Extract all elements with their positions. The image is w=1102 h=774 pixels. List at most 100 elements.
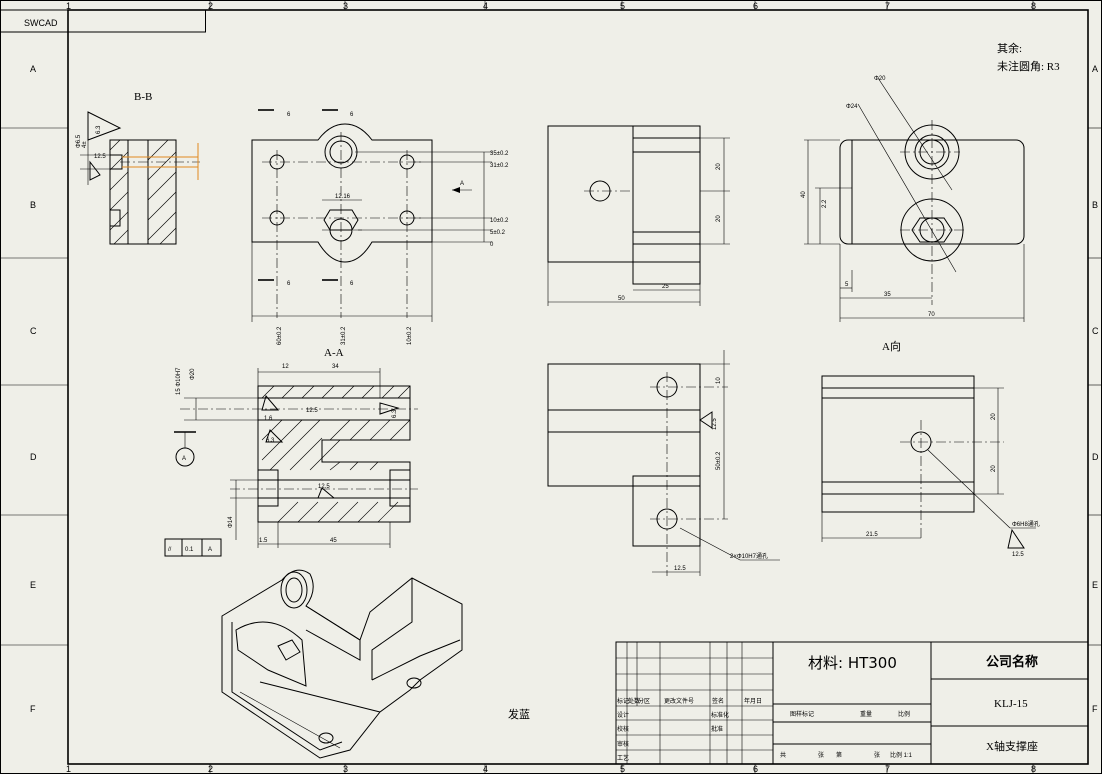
front-dim-35: 35±0.2 bbox=[490, 151, 509, 157]
tol-value: 0.1 bbox=[185, 547, 194, 553]
front-dim-10b: 10±0.2 bbox=[407, 326, 413, 345]
front-dim-31: 31±0.2 bbox=[490, 163, 509, 169]
aa-dim-1-5: 1.5 bbox=[259, 538, 268, 544]
col-bottom-8: 8 bbox=[1031, 764, 1036, 774]
right-dim-35: 35 bbox=[884, 292, 891, 298]
cut-label-2: 6 bbox=[350, 112, 354, 118]
stage-weight: 重量 bbox=[860, 710, 872, 718]
right-dim-5: 5 bbox=[845, 282, 849, 288]
side-dim-50: 50 bbox=[618, 296, 625, 302]
row-right-c: C bbox=[1092, 326, 1099, 336]
col-bottom-6: 6 bbox=[753, 764, 758, 774]
section-bb-view: B-B Φ6.5 6.3 12.5 4± bbox=[76, 91, 200, 245]
front-dim-10: 10±0.2 bbox=[490, 218, 509, 224]
front-dim-31b: 31±0.2 bbox=[341, 326, 347, 345]
tol-datum: A bbox=[208, 547, 212, 553]
sign-check: 校核 bbox=[617, 725, 629, 733]
stage-mark: 图样标记 bbox=[790, 710, 814, 718]
drawing-number: KLJ-15 bbox=[994, 698, 1028, 710]
title-block: 标记 处数 分区 更改文件号 签名 年月日 设计 校核 审核 工艺 标准化 批准… bbox=[615, 641, 1089, 765]
bb-dim-roughness-2: 12.5 bbox=[94, 154, 106, 160]
sign-process: 工艺 bbox=[617, 754, 629, 762]
right-dim-40: 40 bbox=[801, 191, 807, 198]
aa-dim-34: 34 bbox=[332, 364, 339, 370]
col-top-3: 3 bbox=[343, 1, 348, 11]
va-callout-hole: Φ6H8通孔 bbox=[1012, 520, 1040, 528]
col-top-8: 8 bbox=[1031, 1, 1036, 11]
aa-dim-45: 45 bbox=[330, 538, 337, 544]
company-name: 公司名称 bbox=[986, 654, 1038, 670]
bm-dim-50: 50±0.2 bbox=[716, 451, 722, 470]
row-right-b: B bbox=[1092, 200, 1098, 210]
part-name: X轴支撑座 bbox=[986, 739, 1038, 753]
row-left-d: D bbox=[30, 452, 37, 462]
rev-h-sign: 签名 bbox=[712, 697, 724, 705]
aa-dim-d14: Φ14 bbox=[228, 516, 234, 528]
va-dim-21-5: 21.5 bbox=[866, 532, 878, 538]
col-top-2: 2 bbox=[208, 1, 213, 11]
tol-symbol: // bbox=[168, 547, 172, 553]
sheet-unit-1: 张 bbox=[818, 751, 824, 759]
aa-rough-12-5b: 12.5 bbox=[318, 484, 330, 490]
software-tag-box bbox=[0, 9, 206, 33]
aa-rough-6-3a: 6.3 bbox=[392, 409, 398, 418]
rev-h-mark: 标记 bbox=[617, 697, 629, 705]
bm-dim-10: 10 bbox=[716, 377, 722, 384]
aa-rough-6-3b: 6.3 bbox=[266, 438, 275, 444]
right-dim-70: 70 bbox=[928, 312, 935, 318]
row-left-a: A bbox=[30, 64, 36, 74]
col-top-6: 6 bbox=[753, 1, 758, 11]
isometric-view bbox=[221, 569, 463, 759]
cut-label-1: 6 bbox=[287, 112, 291, 118]
front-dim-60: 60±0.2 bbox=[277, 326, 283, 345]
row-right-f: F bbox=[1092, 704, 1098, 714]
bm-callout-holes: 2×Φ10H7通孔 bbox=[730, 552, 768, 560]
aa-dim-12: 12 bbox=[282, 364, 289, 370]
col-bottom-3: 3 bbox=[343, 764, 348, 774]
row-right-e: E bbox=[1092, 580, 1098, 590]
section-aa-view: A-A bbox=[164, 347, 418, 557]
cut-label-3: 6 bbox=[287, 281, 291, 287]
aa-dim-d20: Φ20 bbox=[190, 368, 196, 380]
stage-scale: 比例 bbox=[898, 710, 910, 718]
va-dim-20b: 20 bbox=[991, 465, 997, 472]
row-left-c: C bbox=[30, 326, 37, 336]
col-bottom-4: 4 bbox=[483, 764, 488, 774]
front-view: A 35±0.2 31±0.2 10±0.2 5±0.2 0 12.16 60±… bbox=[251, 109, 509, 345]
aa-rough-12-5: 12.5 bbox=[306, 408, 318, 414]
right-dim-d24: Φ24 bbox=[846, 104, 858, 110]
arrow-a-label: A bbox=[460, 181, 464, 187]
side-view: 20 20 25 50 bbox=[547, 125, 730, 306]
side-dim-20a: 20 bbox=[716, 163, 722, 170]
row-right-a: A bbox=[1092, 64, 1098, 74]
view-a-label: A向 bbox=[882, 339, 901, 353]
row-left-e: E bbox=[30, 580, 36, 590]
right-dim-2-2: 2.2 bbox=[822, 199, 828, 208]
col-bottom-1: 1 bbox=[66, 764, 71, 774]
bm-dim-12-5: 12.5 bbox=[674, 566, 686, 572]
sign-review: 审核 bbox=[617, 740, 629, 748]
sign-design: 设计 bbox=[617, 711, 629, 719]
rev-h-zone: 分区 bbox=[638, 697, 650, 705]
bb-dim-depth: 4± bbox=[82, 141, 88, 148]
view-a: A向 20 20 21.5 Φ6H8通孔 12.5 bbox=[821, 339, 1040, 558]
col-bottom-5: 5 bbox=[620, 764, 625, 774]
col-bottom-2: 2 bbox=[208, 764, 213, 774]
va-dim-20a: 20 bbox=[991, 413, 997, 420]
aa-rough-1-6: 1.6 bbox=[264, 416, 273, 422]
row-left-b: B bbox=[30, 200, 36, 210]
surface-treatment: 发蓝 bbox=[508, 707, 530, 721]
front-dim-0: 0 bbox=[490, 242, 494, 248]
note-line-2: 未注圆角: R3 bbox=[997, 59, 1060, 73]
col-top-5: 5 bbox=[620, 1, 625, 11]
rev-h-doc: 更改文件号 bbox=[664, 697, 694, 705]
sheet-total: 共 bbox=[780, 751, 786, 759]
right-dim-d20: Φ20 bbox=[874, 76, 886, 82]
col-top-1: 1 bbox=[66, 1, 71, 11]
col-top-7: 7 bbox=[885, 1, 890, 11]
row-left-f: F bbox=[30, 704, 36, 714]
material: 材料: HT300 bbox=[808, 654, 897, 672]
section-bb-label: B-B bbox=[134, 91, 152, 103]
